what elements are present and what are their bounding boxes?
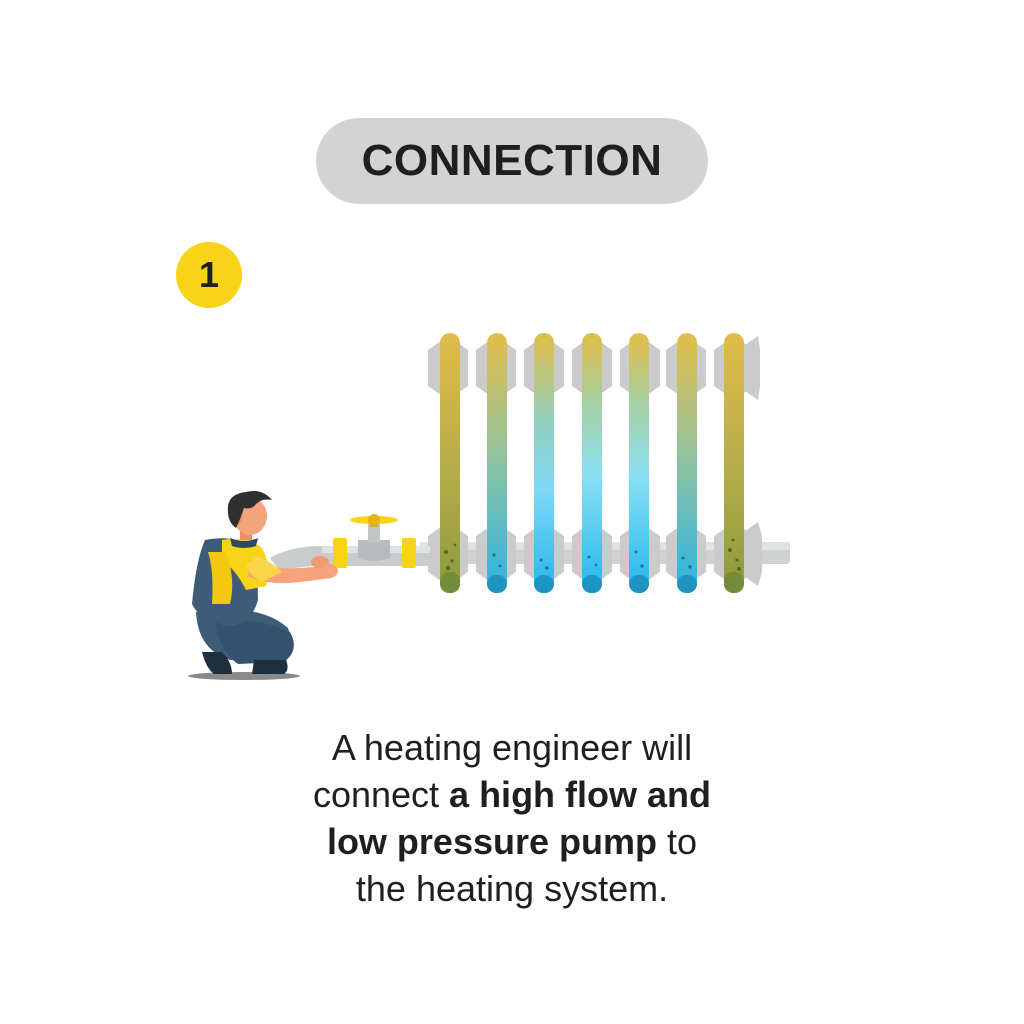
caption-line-2-bold: a high flow and [449, 774, 712, 815]
caption-line-3: low pressure pump to [200, 818, 824, 865]
caption-line-4: the heating system. [355, 868, 669, 909]
title-pill: CONNECTION [316, 118, 708, 204]
caption: A heating engineer will connect a high f… [200, 724, 824, 912]
step-number: 1 [198, 254, 220, 295]
caption-line-1: A heating engineer will [331, 727, 693, 768]
step-badge: 1 [176, 242, 242, 308]
radiator-icon [420, 333, 790, 593]
caption-line-2: connect a high flow and [200, 771, 824, 818]
valve-icon [270, 514, 430, 572]
page-title: CONNECTION [361, 136, 663, 185]
caption-line-2-plain: connect [312, 774, 450, 815]
engineer-figure [188, 491, 338, 680]
caption-line-3-plain: to [657, 821, 698, 862]
caption-line-3-bold: low pressure pump [326, 821, 658, 862]
